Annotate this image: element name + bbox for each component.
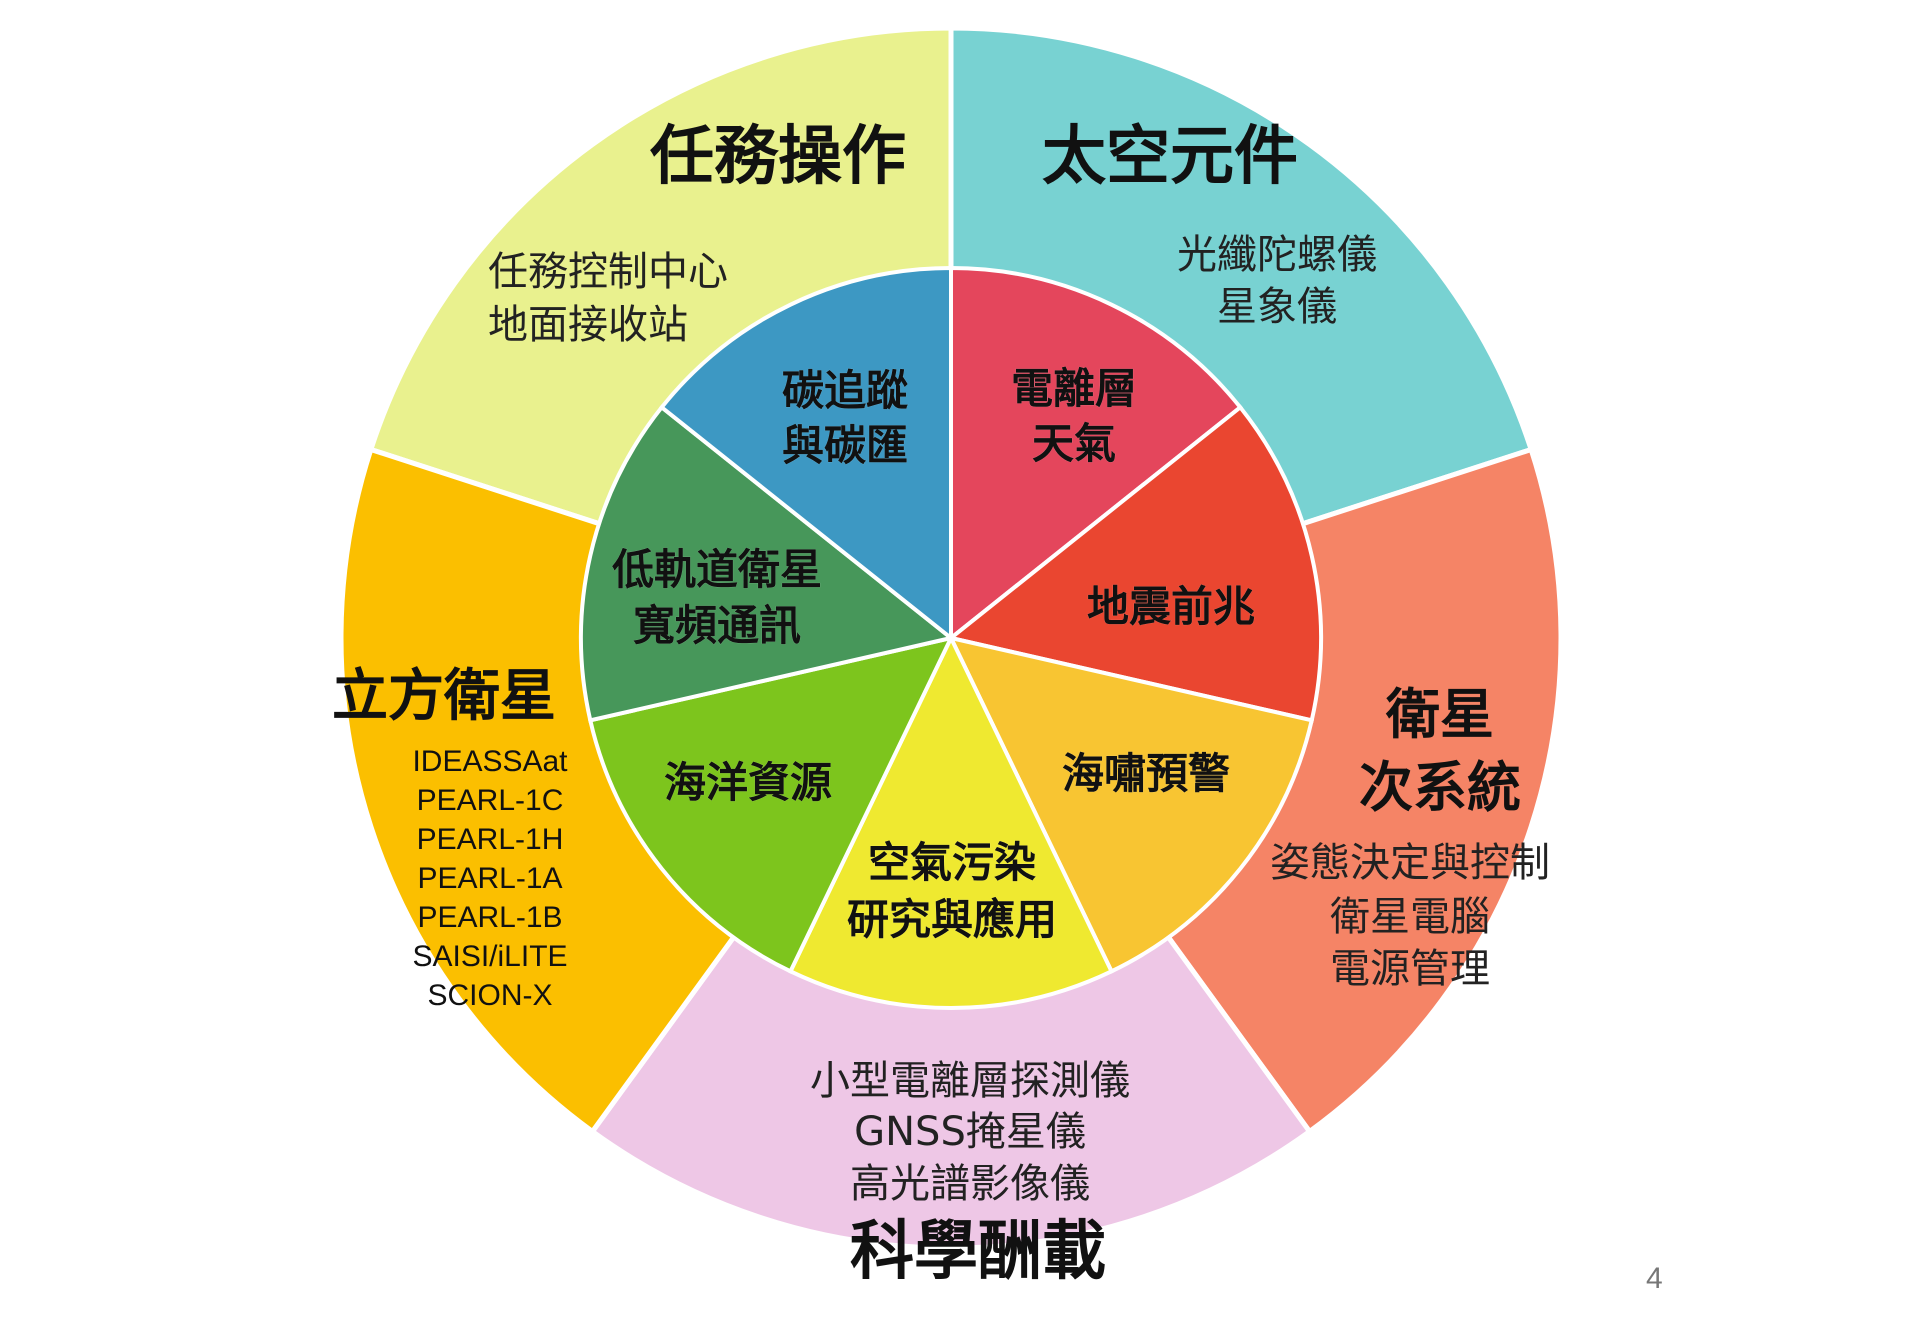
label-earthquake-precursor: 地震前兆 — [1087, 582, 1256, 632]
outer-item: 姿態決定與控制 — [1270, 840, 1550, 886]
inner-label: 電離層 — [1011, 364, 1137, 413]
label-ionosphere-weather: 電離層 天氣 — [1011, 364, 1138, 469]
outer-item: 電源管理 — [1330, 946, 1490, 992]
label-mission-operations: 任務操作 任務控制中心 地面接收站 — [488, 120, 906, 348]
outer-title-cubesat: 立方衛星 — [332, 664, 556, 729]
outer-title-space-components: 太空元件 — [1042, 120, 1298, 194]
inner-label: 低軌道衛星 — [612, 545, 822, 594]
outer-item: PEARL-1C — [417, 784, 564, 817]
inner-sector-carbon-tracking — [949, 265, 1244, 643]
outer-item: 星象儀 — [1217, 284, 1337, 330]
label-science-payload: 小型電離層探測儀 GNSS掩星儀 高光譜影像儀 科學酬載 — [810, 1058, 1130, 1289]
inner-label: 空氣污染 — [868, 838, 1036, 887]
label-carbon-tracking: 碳追蹤 與碳匯 — [782, 366, 909, 471]
outer-item: PEARL-1B — [417, 901, 562, 934]
inner-sector-ocean-resources — [579, 404, 956, 723]
outer-item: SCION-X — [427, 979, 552, 1012]
outer-item: PEARL-1A — [417, 862, 562, 895]
outer-item: SAISI/iLITE — [412, 940, 567, 973]
inner-label: 與碳匯 — [782, 421, 908, 470]
outer-title-mission-operations: 任務操作 — [650, 120, 906, 194]
inner-label: 寬頻通訊 — [633, 601, 801, 650]
inner-label: 地震前兆 — [1087, 582, 1255, 631]
outer-item: 高光譜影像儀 — [850, 1161, 1090, 1207]
inner-sector-leo-broadband — [658, 265, 953, 643]
label-leo-broadband: 低軌道衛星 寬頻通訊 — [612, 545, 823, 651]
inner-sector-ionosphere-weather — [946, 404, 1323, 723]
label-space-components: 太空元件 光纖陀螺儀 星象儀 — [1042, 120, 1377, 330]
label-satellite-subsystems: 衛星 次系統 姿態決定與控制 衛星電腦 電源管理 — [1270, 683, 1550, 992]
inner-label: 研究與應用 — [847, 895, 1057, 944]
label-ocean-resources: 海洋資源 — [664, 758, 833, 808]
inner-sector-air-pollution — [587, 635, 955, 975]
inner-pie — [579, 265, 1323, 1010]
outer-item: 地面接收站 — [488, 302, 688, 348]
inner-label: 海嘯預警 — [1062, 749, 1230, 798]
outer-item: IDEASSAat — [412, 745, 568, 778]
label-air-pollution: 空氣污染 研究與應用 — [847, 838, 1058, 945]
inner-sector-earthquake-precursor — [947, 635, 1315, 975]
inner-sector-tsunami-warning — [787, 633, 1115, 1010]
outer-item: 光纖陀螺儀 — [1177, 232, 1377, 278]
label-cubesat: 立方衛星 IDEASSAat PEARL-1C PEARL-1H PEARL-1… — [332, 664, 568, 1012]
page-number: 4 — [1646, 1262, 1663, 1295]
inner-label: 海洋資源 — [664, 758, 832, 807]
outer-item: 任務控制中心 — [488, 249, 728, 295]
outer-item: PEARL-1H — [417, 823, 564, 856]
label-tsunami-warning: 海嘯預警 — [1062, 749, 1231, 799]
outer-item: 衛星電腦 — [1330, 894, 1490, 940]
inner-label: 天氣 — [1032, 419, 1116, 468]
outer-title-satellite-subsystems: 衛星 — [1385, 683, 1494, 746]
outer-title-science-payload: 科學酬載 — [850, 1215, 1106, 1289]
outer-item: 小型電離層探測儀 — [810, 1058, 1130, 1104]
outer-title-satellite-subsystems: 次系統 — [1359, 756, 1521, 819]
inner-label: 碳追蹤 — [782, 366, 908, 415]
outer-item: GNSS掩星儀 — [854, 1109, 1086, 1155]
